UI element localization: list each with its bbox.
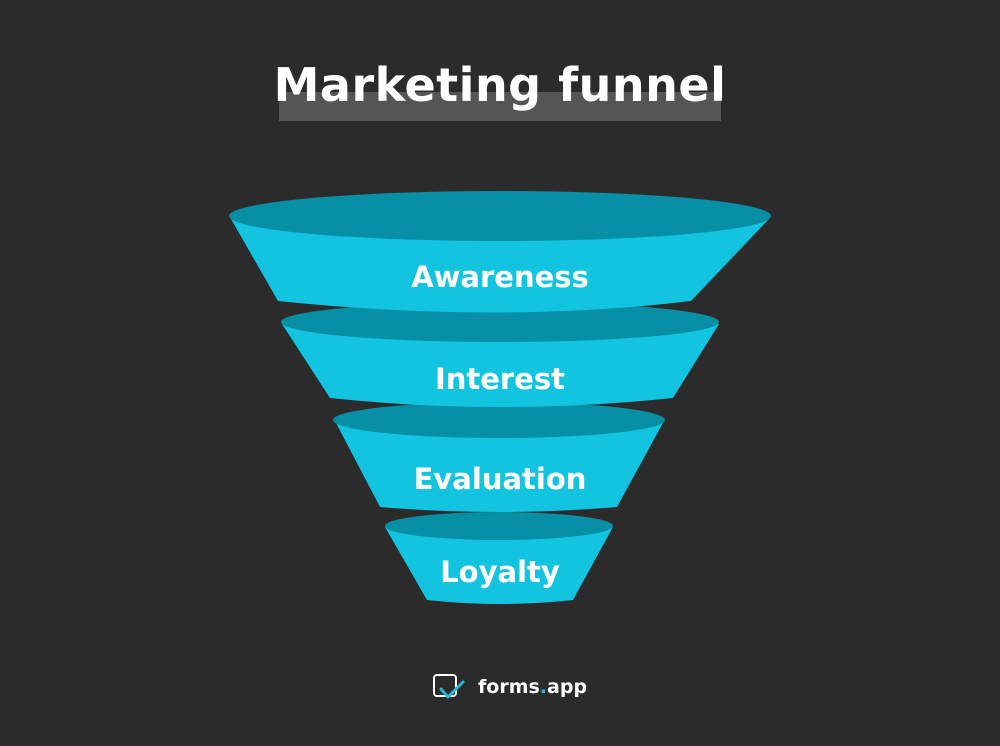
funnel-tier-awareness xyxy=(229,191,771,313)
funnel-tier-interest xyxy=(281,302,719,407)
forms-app-logo: forms.app xyxy=(432,672,587,702)
title-highlight-bar xyxy=(279,92,721,121)
tier-label-evaluation: Evaluation xyxy=(413,462,587,496)
tier-label-awareness: Awareness xyxy=(411,260,589,294)
funnel-tier-loyalty xyxy=(385,512,613,604)
forms-app-check-icon xyxy=(433,674,465,699)
tier-label-loyalty: Loyalty xyxy=(440,555,560,589)
logo-wordmark: forms.app xyxy=(478,676,588,698)
funnel-tier-evaluation xyxy=(333,402,665,512)
page-title: Marketing funnel xyxy=(273,58,727,112)
title-area: Marketing funnel xyxy=(0,0,1000,140)
tier-label-interest: Interest xyxy=(434,362,566,396)
